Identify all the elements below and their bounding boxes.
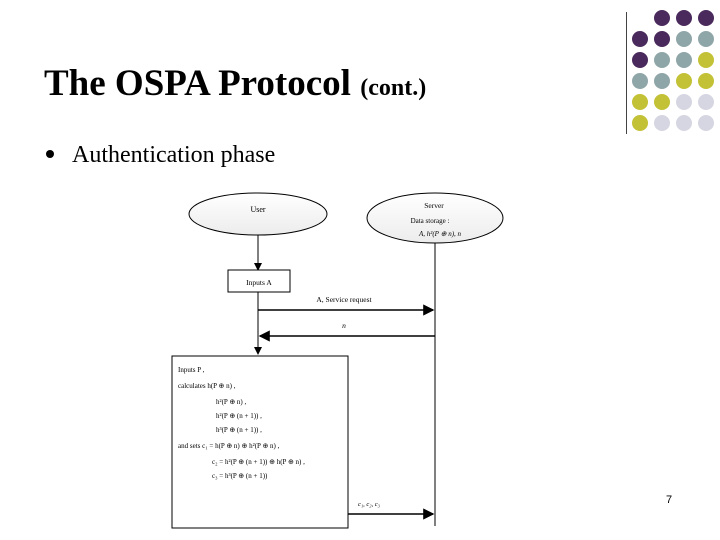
decorative-dot [698,52,714,68]
inputs-a-label: Inputs A [246,278,272,287]
inputs-a-box [227,269,291,293]
slide-title-suffix: (cont.) [360,75,427,101]
server-storage-value: A, h²(P ⊕ n), n [418,230,462,238]
decorative-dot [698,115,714,131]
decorative-dot [676,115,692,131]
decorative-dot [654,73,670,89]
server-node [366,192,504,244]
decorative-dot [654,31,670,47]
decorative-dot [654,94,670,110]
decorative-dot [654,10,670,26]
compute-line: and sets c₁ = h(P ⊕ n) ⊕ h²(P ⊕ n) , [178,442,280,450]
page-number: 7 [666,494,673,506]
server-storage-label: Data storage : [411,217,450,225]
msg-service-request: A, Service request [316,295,372,304]
decorative-dot [676,10,692,26]
decorative-dot [676,94,692,110]
msg-c-values: c₁, c₂, c₃ [358,501,380,508]
decorative-dot [654,115,670,131]
user-label: User [250,205,265,214]
bullet-dot-icon [46,150,54,159]
decorative-dot [632,73,648,89]
decorative-dot [698,73,714,89]
decorative-dot [632,94,648,110]
decorative-dot [632,115,648,131]
compute-line: h²(P ⊕ n) , [216,398,247,406]
bullet-item: Authentication phase [46,142,275,169]
compute-line: h²(P ⊕ (n + 1)) , [216,412,262,420]
decorative-dot [698,31,714,47]
decorative-dot-grid [632,10,714,131]
decorative-dot [654,52,670,68]
decorative-dot [698,10,714,26]
compute-line: Inputs P , [178,366,205,374]
decorative-dot [632,52,648,68]
title-divider [626,12,627,134]
compute-lines: Inputs P , calculates h(P ⊕ n) , h²(P ⊕ … [178,366,305,480]
user-node [188,192,328,236]
decorative-dot [632,31,648,47]
bullet-text: Authentication phase [72,142,276,168]
server-label: Server [424,201,444,210]
decorative-dot [676,52,692,68]
decorative-dot [676,31,692,47]
compute-line: calculates h(P ⊕ n) , [178,382,236,390]
decorative-dot [698,94,714,110]
compute-line: c₂ = h²(P ⊕ (n + 1)) ⊕ h(P ⊕ n) , [212,458,305,466]
slide-title: The OSPA Protocol (cont.) [44,62,426,105]
slide-title-main: The OSPA Protocol [44,63,351,104]
compute-line: h³(P ⊕ (n + 1)) , [216,426,262,434]
compute-line: c₃ = h³(P ⊕ (n + 1)) [212,472,268,480]
authentication-diagram: User Server Data storage : A, h²(P ⊕ n),… [171,192,504,529]
decorative-dot [676,73,692,89]
compute-box [171,355,349,529]
msg-n: n [342,321,346,330]
